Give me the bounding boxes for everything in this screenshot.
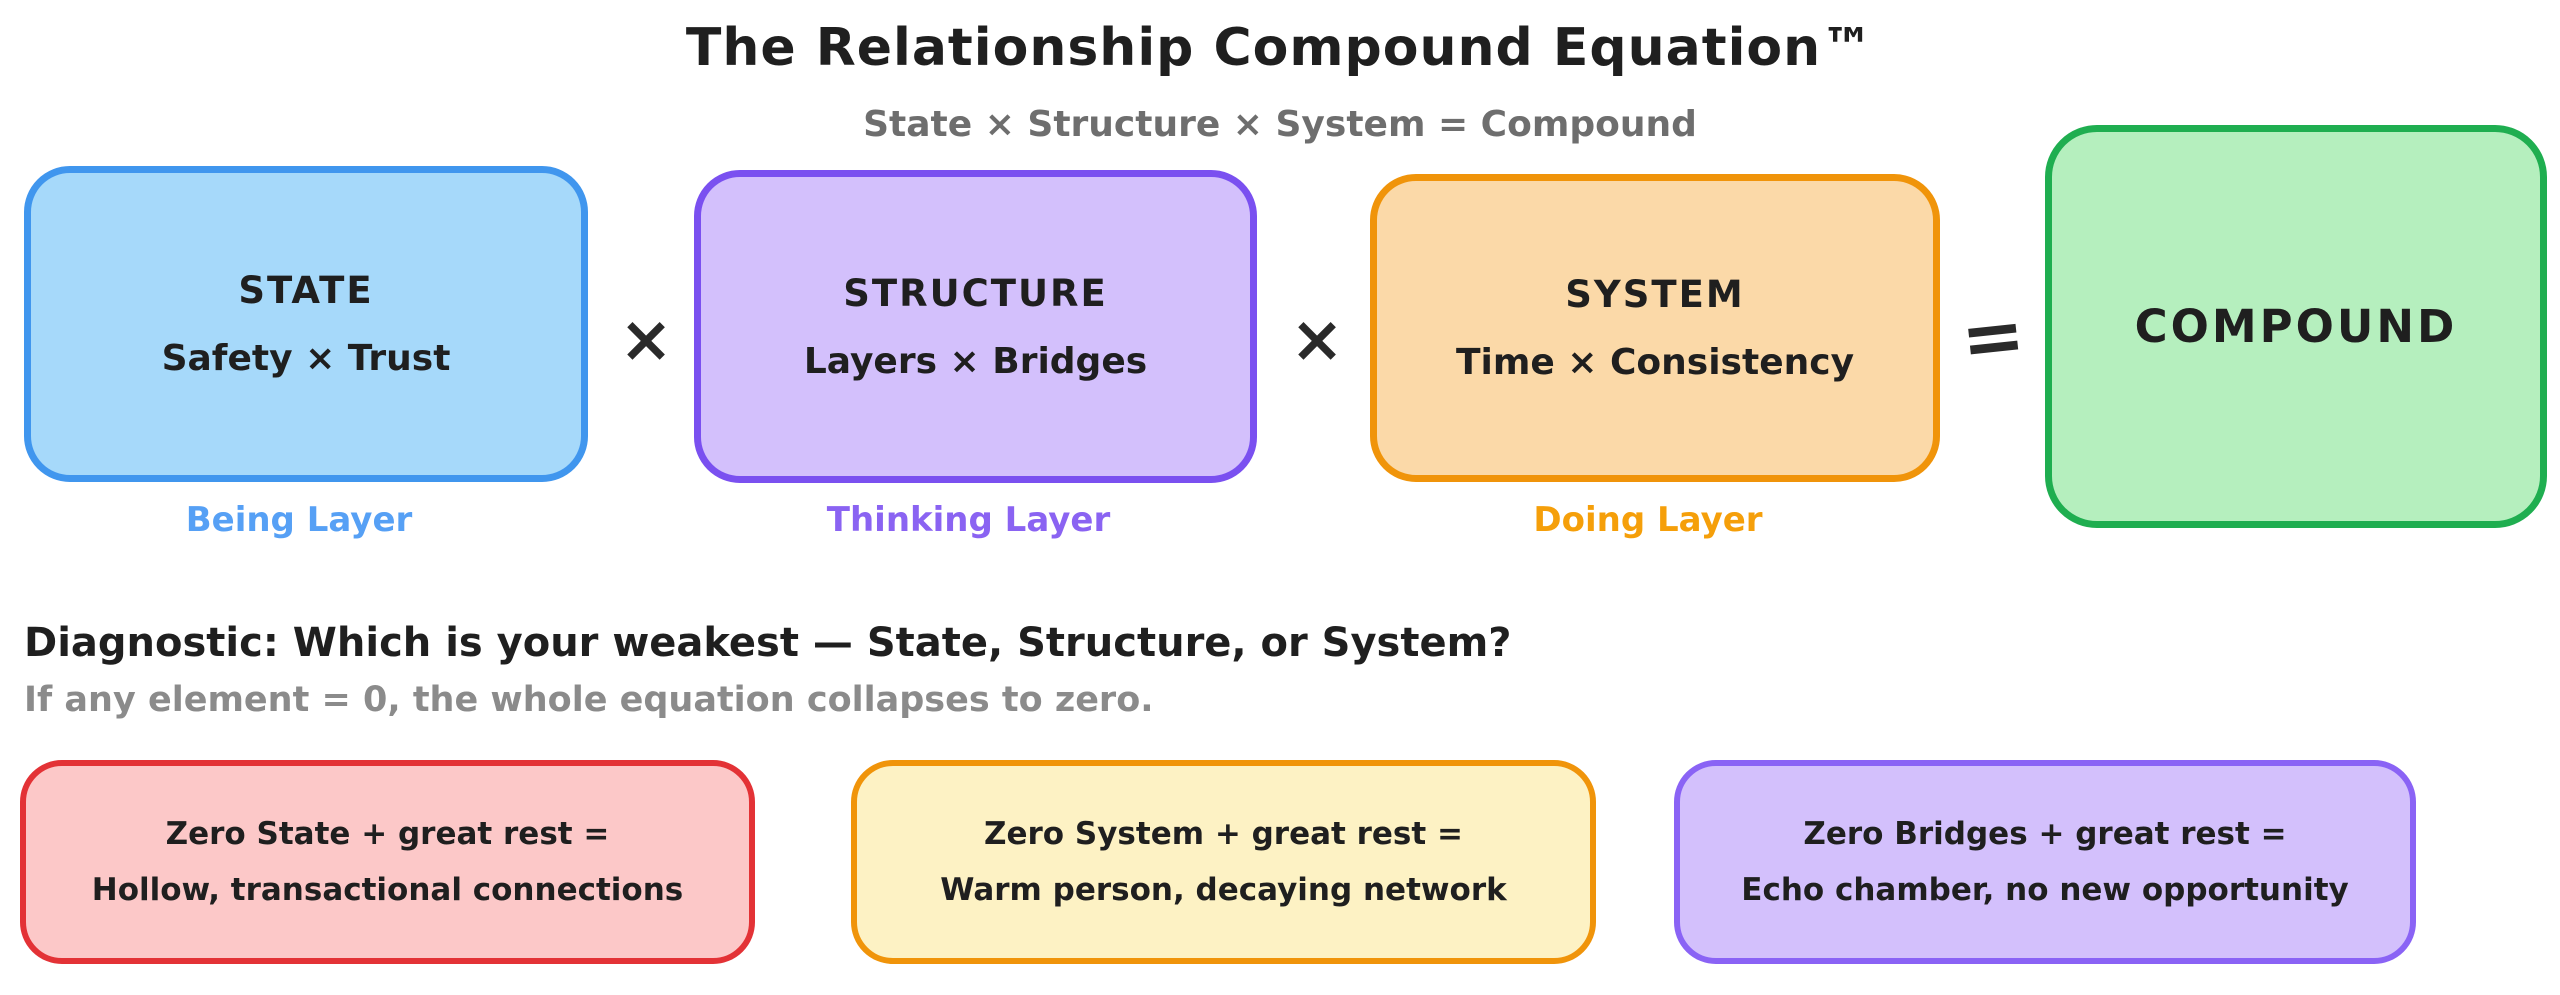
zero-bridges-card-line1: Zero Bridges + great rest = [1803, 816, 2287, 852]
multiply-operator-1: × [619, 303, 673, 377]
system-box-formula: Time × Consistency [1455, 342, 1855, 383]
zero-system-card-line2: Warm person, decaying network [940, 872, 1507, 908]
zero-system-card: Zero System + great rest = Warm person, … [851, 760, 1596, 964]
state-box: STATE Safety × Trust [24, 166, 588, 482]
structure-box: STRUCTURE Layers × Bridges [694, 170, 1257, 483]
compound-box-title: COMPOUND [2134, 300, 2458, 353]
being-layer-label: Being Layer [185, 500, 413, 540]
doing-layer-label: Doing Layer [1533, 500, 1763, 540]
diagnostic-note: If any element = 0, the whole equation c… [24, 680, 1154, 720]
compound-box: COMPOUND [2045, 125, 2547, 528]
zero-system-card-line1: Zero System + great rest = [984, 816, 1463, 852]
structure-box-formula: Layers × Bridges [803, 340, 1148, 382]
system-box: SYSTEM Time × Consistency [1370, 174, 1940, 482]
diagram-subtitle: State × Structure × System = Compound [863, 104, 1697, 145]
zero-state-card-line2: Hollow, transactional connections [91, 872, 684, 908]
thinking-layer-label: Thinking Layer [826, 500, 1111, 540]
zero-bridges-card: Zero Bridges + great rest = Echo chamber… [1674, 760, 2416, 964]
system-box-title: SYSTEM [1565, 273, 1745, 316]
zero-state-card: Zero State + great rest = Hollow, transa… [20, 760, 755, 964]
zero-bridges-card-line2: Echo chamber, no new opportunity [1741, 872, 2349, 908]
multiply-operator-2: × [1290, 303, 1344, 377]
equals-operator: = [1956, 288, 2030, 385]
structure-box-title: STRUCTURE [843, 271, 1108, 315]
state-box-title: STATE [238, 269, 374, 312]
diagram-title: The Relationship Compound Equation™ [685, 18, 1875, 78]
zero-state-card-line1: Zero State + great rest = [165, 816, 610, 852]
state-box-formula: Safety × Trust [161, 338, 451, 379]
diagnostic-question: Diagnostic: Which is your weakest — Stat… [24, 620, 1512, 666]
